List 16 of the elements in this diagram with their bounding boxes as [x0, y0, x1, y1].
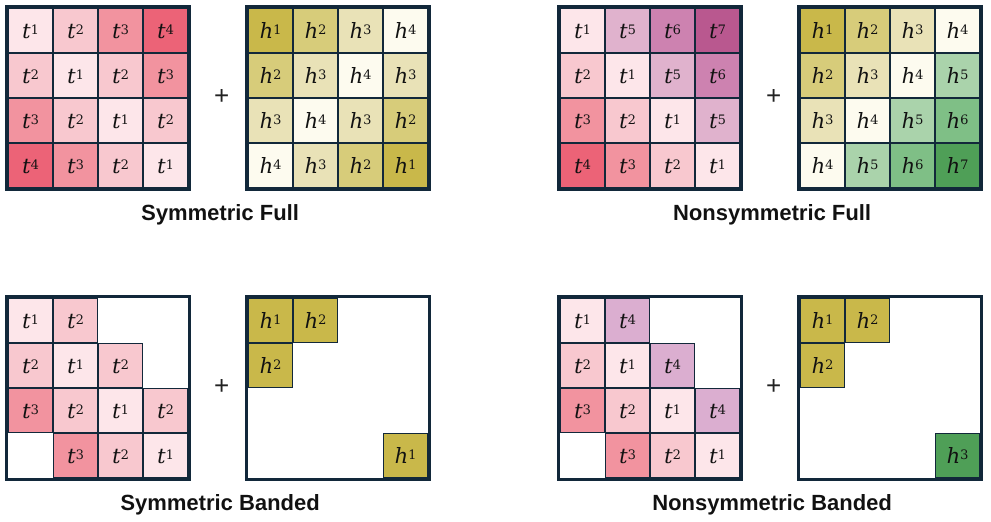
matrix-grid: [557, 5, 743, 191]
plus-sign: +: [214, 370, 230, 401]
panel-caption: Symmetric Banded: [120, 490, 320, 516]
matrix-grid: [245, 5, 431, 191]
panel-caption: Nonsymmetric Full: [672, 200, 872, 226]
panel-caption: Symmetric Full: [141, 200, 299, 226]
plus-sign: +: [214, 80, 230, 111]
matrix-grid: [5, 295, 191, 481]
matrix-grid: [797, 295, 983, 481]
matrix-grid: [245, 295, 431, 481]
matrix-grid: [5, 5, 191, 191]
panel-caption: Nonsymmetric Banded: [652, 490, 892, 516]
plus-sign: +: [766, 80, 782, 111]
matrix-grid: [557, 295, 743, 481]
plus-sign: +: [766, 370, 782, 401]
matrix-grid: [797, 5, 983, 191]
